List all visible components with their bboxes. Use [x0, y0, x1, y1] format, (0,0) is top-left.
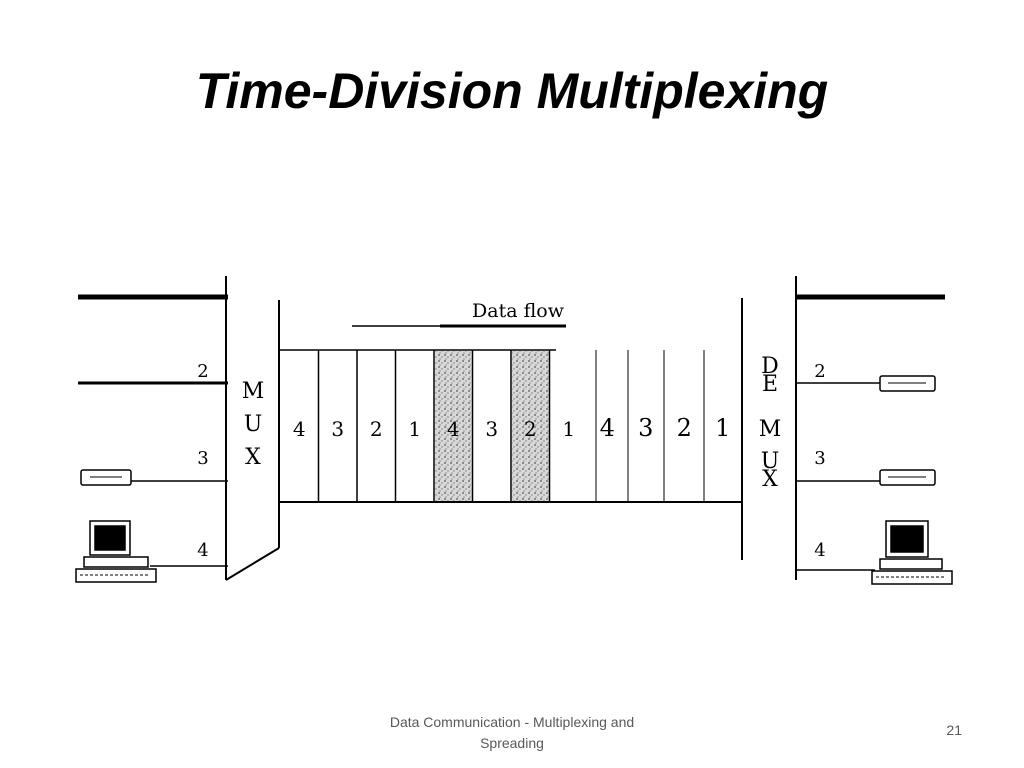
- slot-label: 1: [562, 417, 575, 441]
- output-line-number: 2: [814, 361, 825, 382]
- slot-label: 3: [331, 417, 344, 441]
- slot-label: 4: [600, 414, 615, 442]
- input-line-number: 2: [197, 361, 208, 382]
- page-number: 21: [946, 722, 962, 738]
- slot-label: 2: [677, 414, 692, 442]
- demux-letter: X: [762, 467, 778, 492]
- mux-letter: M: [242, 379, 265, 404]
- terminal-icon-left: [80, 469, 132, 486]
- terminal-icon-right-3: [879, 469, 936, 486]
- slot-label: 3: [485, 417, 498, 441]
- slide-footer: Data Communication - Multiplexing and Sp…: [389, 714, 635, 751]
- highlighted-slot: [512, 351, 549, 501]
- slot-label: 2: [524, 417, 537, 441]
- demux-box: [741, 276, 797, 580]
- mux-box: [225, 276, 280, 581]
- computer-icon-left: [75, 520, 157, 583]
- demux-letter: U: [761, 449, 780, 474]
- output-lines: [796, 294, 945, 571]
- slot-label: 4: [293, 417, 306, 441]
- mux-label: MUX: [242, 379, 265, 470]
- slot-label: 3: [638, 414, 653, 442]
- input-lines: [78, 294, 228, 567]
- slot-label: 4: [447, 417, 460, 441]
- input-line-numbers: 2 3 4: [197, 361, 208, 561]
- highlighted-slot: [435, 351, 472, 501]
- demux-letter: E: [762, 372, 778, 397]
- output-line-number: 3: [814, 448, 825, 469]
- computer-icon-right: [871, 520, 953, 585]
- slot-label: 2: [370, 417, 383, 441]
- slot-label: 1: [408, 417, 421, 441]
- mux-letter: X: [245, 445, 261, 470]
- terminal-icon-right-2: [879, 375, 936, 392]
- input-line-number: 3: [197, 448, 208, 469]
- slot-label: 1: [715, 414, 730, 442]
- mux-letter: U: [244, 412, 263, 437]
- flow-label: Data flow: [472, 300, 565, 322]
- output-line-numbers: 2 3 4: [814, 361, 825, 561]
- input-line-number: 4: [197, 540, 208, 561]
- demux-letter: M: [759, 417, 782, 442]
- output-line-number: 4: [814, 540, 825, 561]
- demux-letter: D: [761, 354, 779, 379]
- slide-title: Time-Division Multiplexing: [195, 63, 829, 119]
